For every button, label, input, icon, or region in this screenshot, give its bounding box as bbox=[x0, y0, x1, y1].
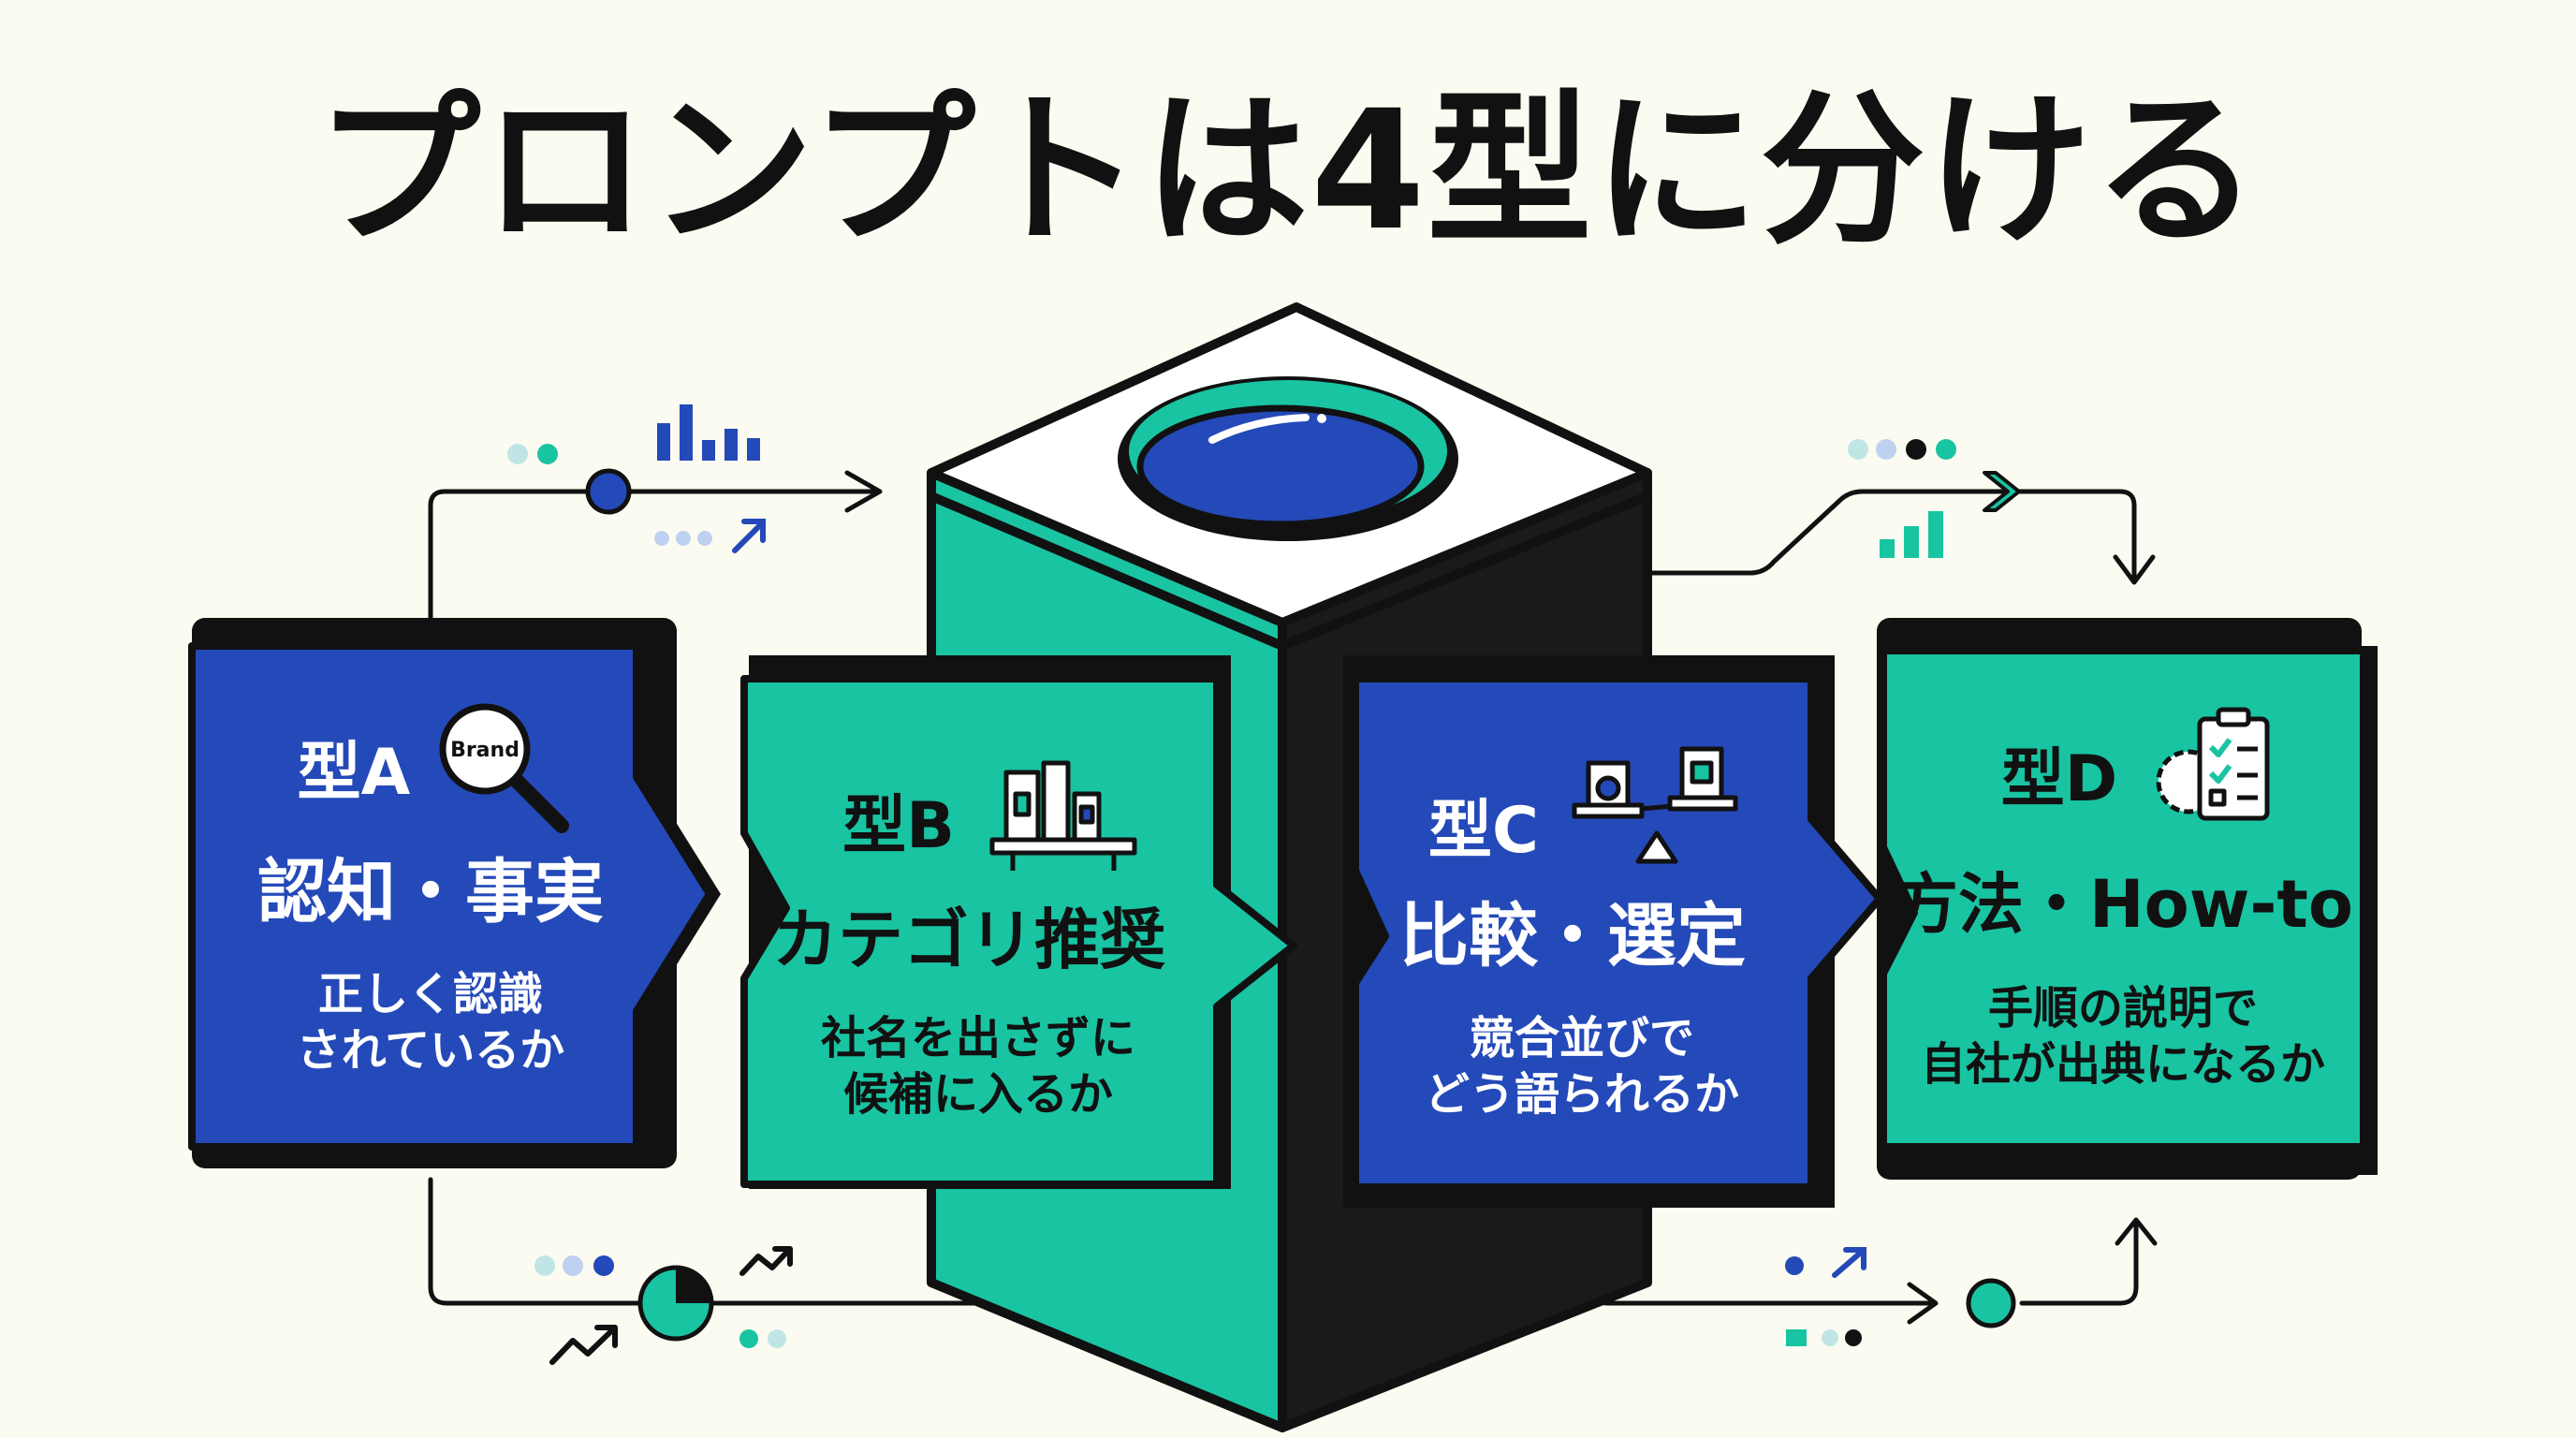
card-c: 型C 比較・選定 競合並びで どう語られるか bbox=[1343, 655, 1883, 1208]
bar-chart-icon bbox=[1880, 511, 1943, 558]
trend-arrow-icon bbox=[739, 1246, 793, 1276]
node-dot bbox=[1966, 1278, 2016, 1328]
card-d-desc-2: 自社が出典になるか bbox=[1921, 1038, 2325, 1091]
dot bbox=[537, 444, 558, 464]
connector-top-left bbox=[428, 489, 878, 621]
card-a-type-label: 型A bbox=[298, 736, 411, 810]
card-c-heading: 比較・選定 bbox=[1399, 896, 1746, 976]
card-a-desc-1: 正しく認識 bbox=[318, 968, 543, 1020]
dot bbox=[507, 444, 528, 464]
card-b-heading: カテゴリ推奨 bbox=[772, 902, 1165, 978]
card-b-body bbox=[740, 675, 1297, 1188]
card-d: 型D 方法・How-to 手順の説明で 自社が出典になるか bbox=[1877, 618, 2378, 1180]
cube-rim bbox=[927, 473, 1652, 651]
card-b-desc-1: 社名を出さずに bbox=[821, 1012, 1135, 1064]
balance-scale-icon bbox=[1572, 746, 1738, 864]
connector-bottom-right-2 bbox=[2019, 1219, 2139, 1306]
trend-arrow-icon bbox=[549, 1325, 618, 1365]
card-a: 型A Brand 認知・事実 正しく認識 されているか bbox=[188, 618, 721, 1168]
card-b: 型B カテゴリ推奨 社名を出さずに 候補に入るか bbox=[740, 655, 1297, 1189]
card-c-body bbox=[1352, 675, 1883, 1191]
page-title: プロンプトは4型に分ける bbox=[315, 75, 2261, 267]
checklist-gear-icon bbox=[2156, 707, 2270, 821]
card-c-type-label: 型C bbox=[1428, 794, 1539, 868]
arrow-head-bottom-right-2 bbox=[2115, 1217, 2158, 1246]
card-b-type-label: 型B bbox=[842, 789, 955, 863]
node-dot bbox=[585, 468, 632, 515]
chevron-icon bbox=[1983, 471, 2021, 512]
card-b-desc-2: 候補に入るか bbox=[843, 1068, 1113, 1121]
brand-icon-label: Brand bbox=[450, 739, 520, 762]
card-a-desc-2: されているか bbox=[297, 1024, 565, 1077]
bar-chart-icon bbox=[657, 404, 760, 461]
arrow-head-top-right bbox=[2113, 554, 2156, 585]
connector-bottom-left bbox=[428, 1177, 997, 1306]
card-a-body bbox=[188, 642, 713, 1151]
card-d-heading: 方法・How-to bbox=[1893, 866, 2353, 943]
trend-arrow-icon bbox=[1832, 1247, 1866, 1278]
product-shelf-icon bbox=[989, 760, 1137, 871]
card-d-type-label: 型D bbox=[2001, 742, 2117, 816]
cube-lens bbox=[1118, 376, 1458, 541]
trend-arrow-icon bbox=[732, 519, 766, 553]
arrow-head-bottom-right bbox=[1907, 1282, 1939, 1325]
pie-chart-icon bbox=[637, 1265, 714, 1342]
card-c-desc-1: 競合並びで bbox=[1470, 1012, 1694, 1064]
card-a-heading: 認知・事実 bbox=[257, 852, 604, 932]
magnifier-brand-icon: Brand bbox=[439, 703, 569, 833]
card-c-desc-2: どう語られるか bbox=[1425, 1068, 1739, 1121]
connector-top-right bbox=[1649, 489, 2137, 583]
arrow-head-top-left bbox=[844, 470, 883, 513]
decorations bbox=[507, 404, 2021, 1365]
card-d-desc-1: 手順の説明で bbox=[1988, 982, 2258, 1034]
